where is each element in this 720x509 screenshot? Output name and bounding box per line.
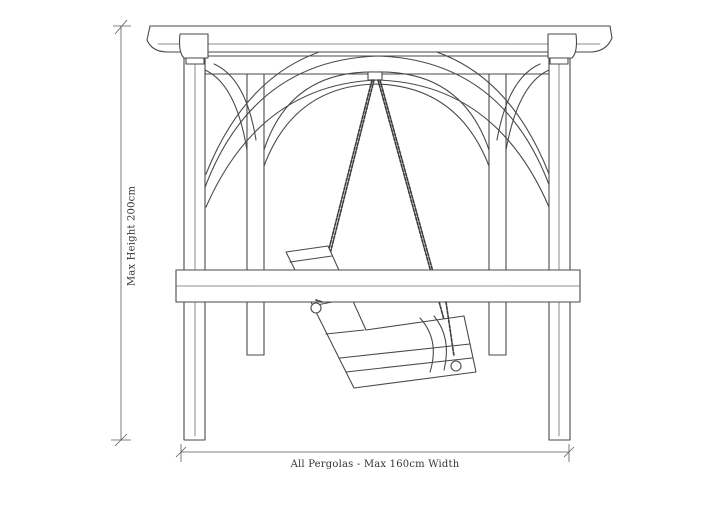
corner-braces (204, 63, 550, 151)
height-label: Max Height 200cm (126, 185, 138, 287)
rear-beam (204, 55, 551, 75)
chain-lower (315, 299, 455, 357)
chain-hook (367, 71, 383, 81)
rear-arches (263, 71, 490, 167)
front-crossbeam (175, 269, 581, 303)
front-posts (183, 49, 571, 441)
roof-beam (146, 25, 613, 53)
width-dimension (175, 444, 575, 462)
height-dimension (111, 19, 131, 447)
swing-chains (315, 79, 455, 357)
width-label: All Pergolas - Max 160cm Width (290, 459, 460, 470)
beam-caps (178, 33, 578, 65)
rear-posts (246, 71, 507, 356)
